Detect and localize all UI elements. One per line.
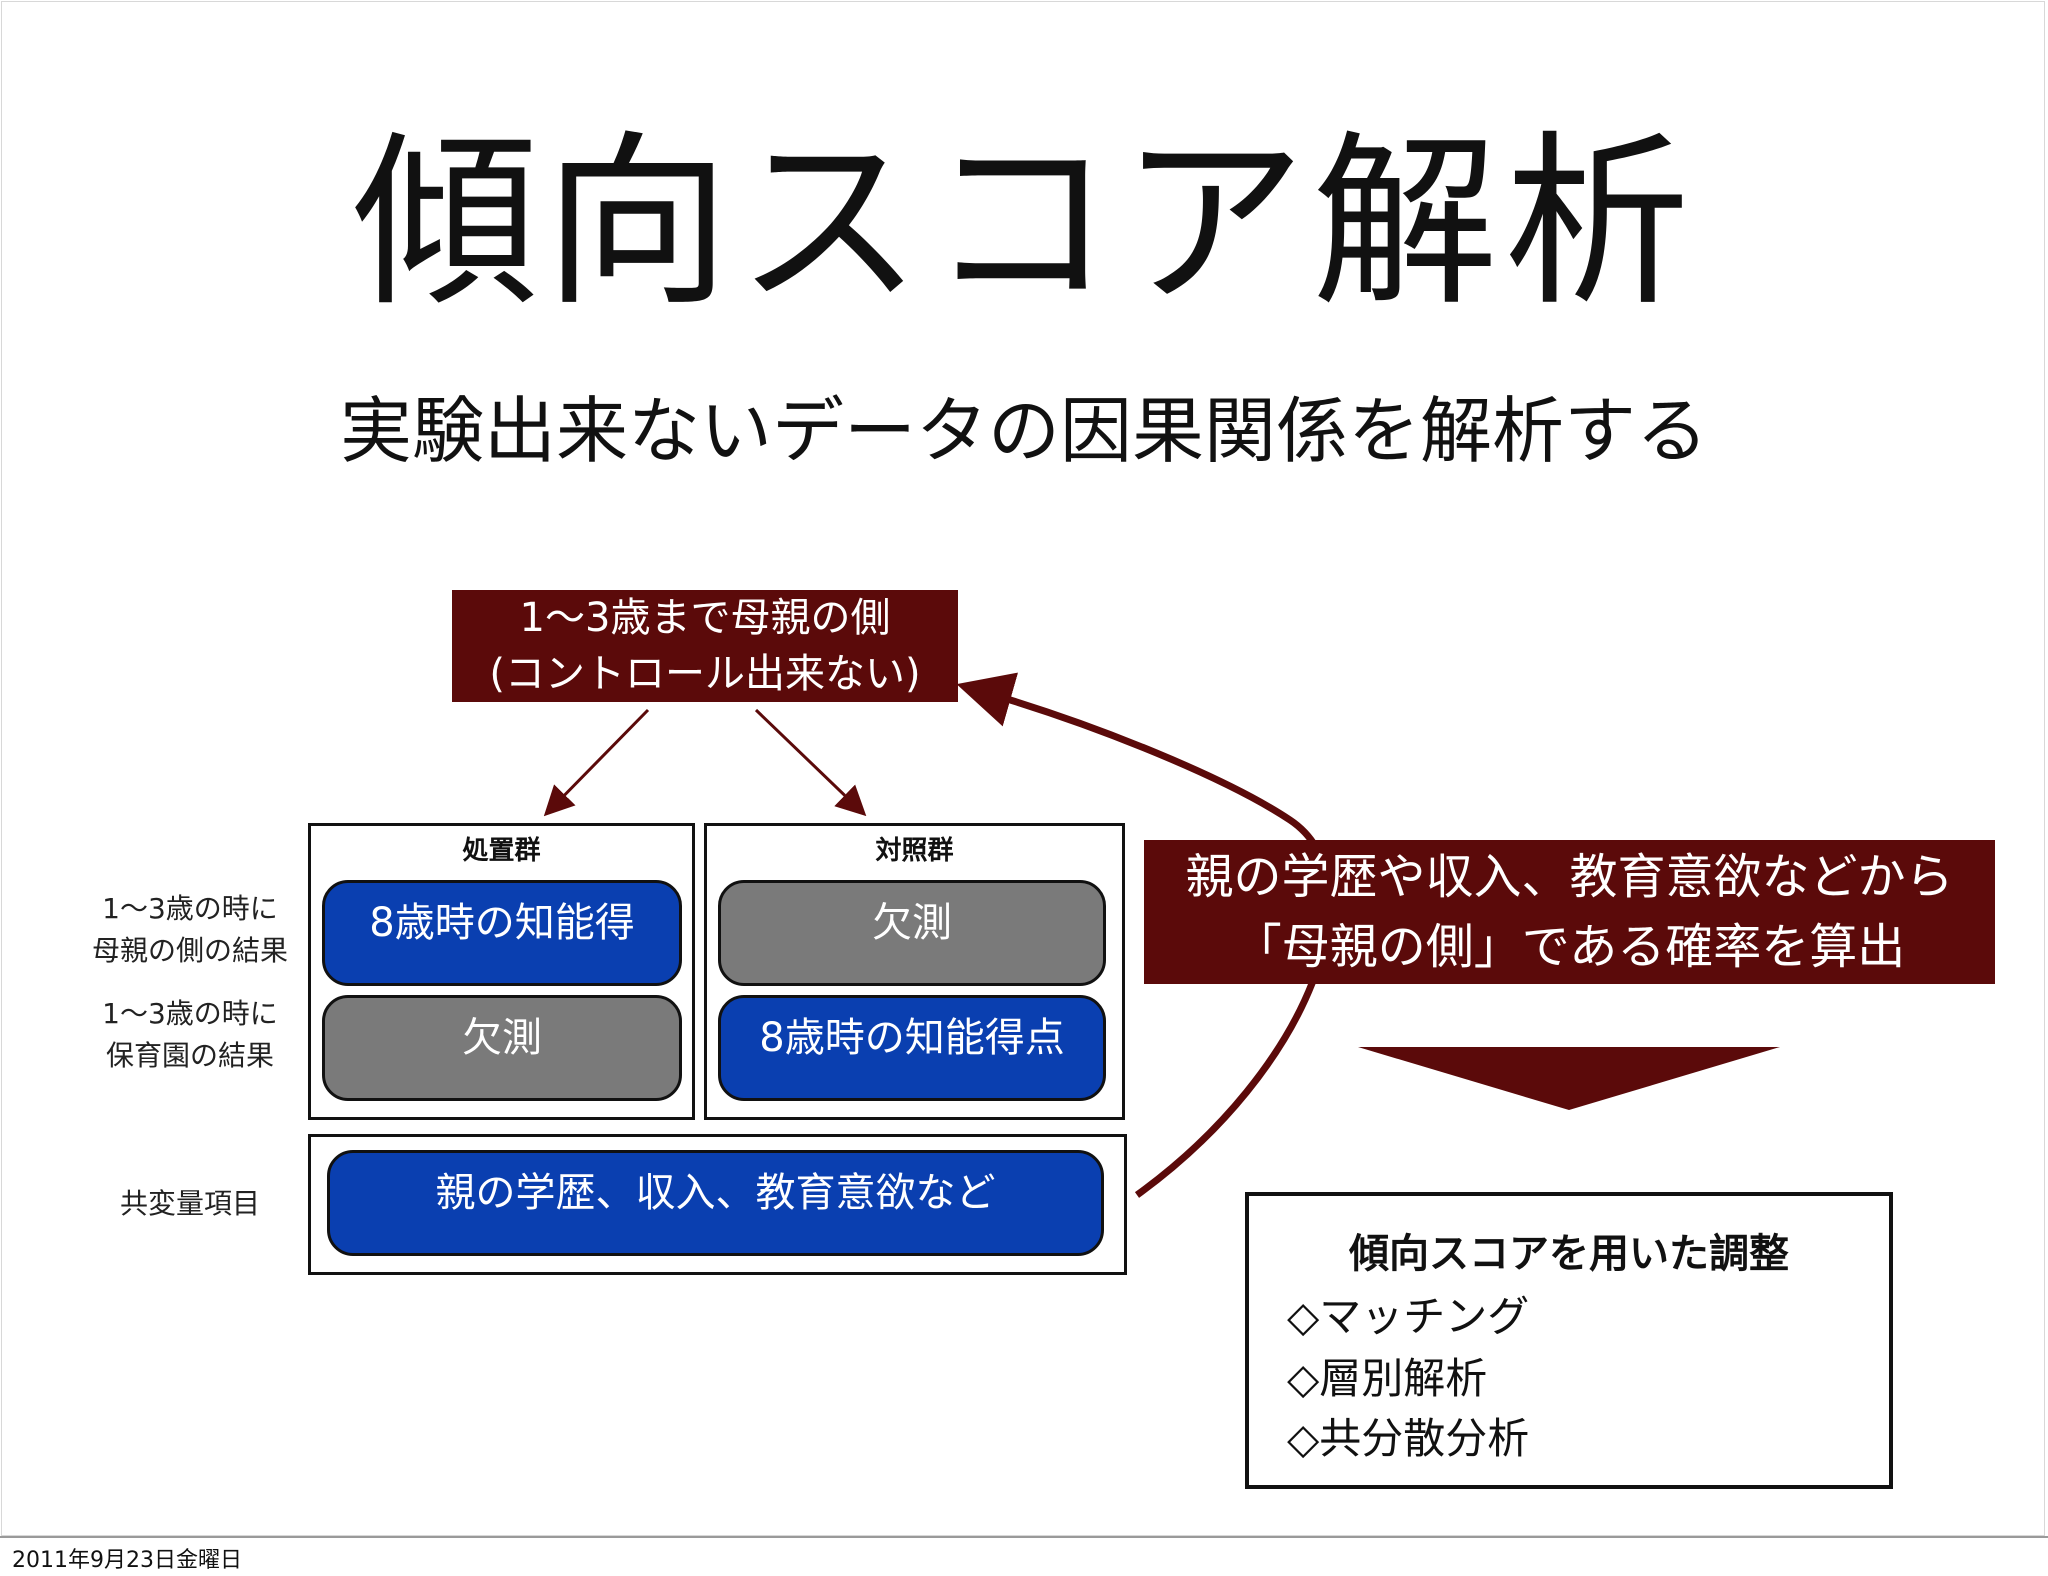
control-group-label: 対照群 [875,836,954,866]
arrow-to-treatment [543,708,650,817]
row-label-nursery-line1: 1〜3歳の時に [102,997,278,1030]
treatment-missing-cell: 欠測 [322,995,682,1101]
slide-frame [1,1,2045,1536]
cause-line2: (コントロール出来ない) [489,651,921,697]
row-label-nursery: 1〜3歳の時に 保育園の結果 [80,993,300,1077]
row-label-covariate: 共変量項目 [119,1187,260,1220]
method-matching: ◇マッチング [1287,1292,1530,1341]
callout-line2: 「母親の側」である確率を算出 [1233,919,1906,975]
callout-line1: 親の学歴や収入、教育意欲などから [1185,849,1954,905]
row-label-mother: 1〜3歳の時に 母親の側の結果 [80,888,300,972]
row-label-nursery-line2: 保育園の結果 [105,1039,274,1072]
method-ancova: ◇共分散分析 [1287,1414,1530,1463]
propensity-callout: 親の学歴や収入、教育意欲などから 「母親の側」である確率を算出 [1144,840,1995,984]
adjustment-box: 傾向スコアを用いた調整 ◇マッチング ◇層別解析 ◇共分散分析 [1245,1192,1893,1489]
adjustment-title: 傾向スコアを用いた調整 [1349,1231,1789,1277]
down-arrow [1358,1047,1780,1110]
control-missing-cell: 欠測 [718,880,1106,986]
arrow-to-control [754,708,867,817]
method-stratification: ◇層別解析 [1287,1354,1488,1403]
row-label-mother-line1: 1〜3歳の時に [102,892,278,925]
footer-rule [0,1536,2048,1538]
treatment-outcome-cell: 8歳時の知能得 [322,880,682,986]
slide-title: 傾向スコア解析 [351,114,1696,331]
cause-line1: 1〜3歳まで母親の側 [519,595,891,641]
footer-date: 2011年9月23日金曜日 [12,1548,242,1573]
cause-box: 1〜3歳まで母親の側 (コントロール出来ない) [452,590,958,702]
treatment-group-label: 処置群 [462,836,541,866]
propensity-curve-arrow [956,672,1333,1198]
slide-subtitle: 実験出来ないデータの因果関係を解析する [339,389,1708,473]
row-label-mother-line2: 母親の側の結果 [91,934,288,967]
covariate-cell: 親の学歴、収入、教育意欲など [327,1150,1104,1256]
control-outcome-cell: 8歳時の知能得点 [718,995,1106,1101]
